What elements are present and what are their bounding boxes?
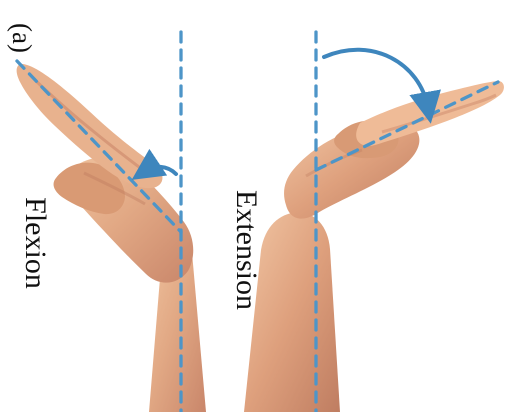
extension-arrow — [324, 50, 428, 108]
flexion-label: Flexion — [17, 173, 53, 313]
right-hand-group — [244, 81, 504, 412]
extension-label: Extension — [228, 168, 264, 332]
